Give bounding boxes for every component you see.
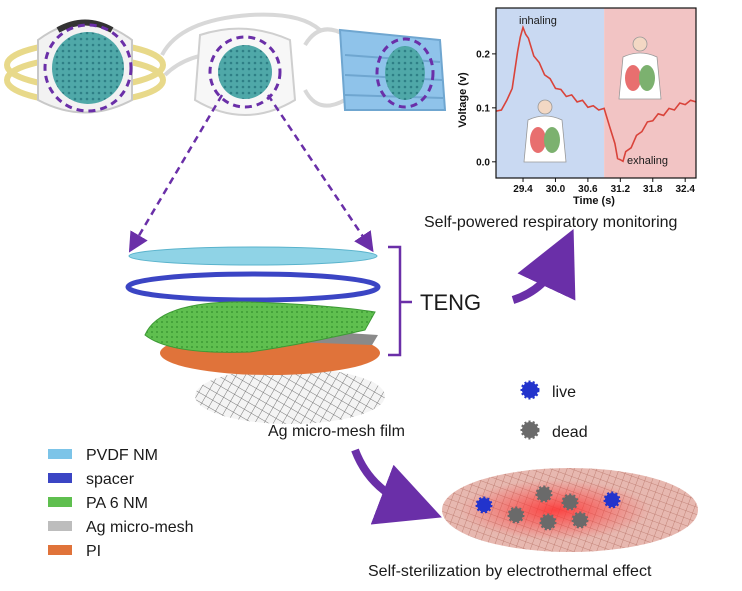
legend-swatch-ag [48,521,72,531]
voltage-series-line [495,24,697,163]
dashed-arrow-right [266,94,374,253]
region-label-exhaling: exhaling [627,155,668,167]
monitoring-caption: Self-powered respiratory monitoring [424,214,677,231]
dead-bacterium-3 [535,485,553,503]
sterilization-film [442,468,698,552]
region-label-inhaling: inhaling [519,15,557,27]
teng-label: TENG [420,290,481,315]
legend-label-spacer: spacer [86,471,135,488]
dead-bacteria-icon [520,420,540,440]
dead-bacterium-5 [539,513,557,531]
arrow-to-monitoring [511,229,576,304]
y-tick-label-0: 0.0 [476,157,490,168]
legend: PVDF NM spacer PA 6 NM Ag micro-mesh PI [48,447,194,560]
dead-bacterium-4 [561,493,579,511]
x-tick-label-1: 30.0 [546,184,566,195]
x-tick-label-5: 32.4 [675,184,695,195]
film-label: Ag micro-mesh film [268,423,405,440]
legend-label-pa6: PA 6 NM [86,495,148,512]
legend-label-ag: Ag micro-mesh [86,519,194,536]
legend-label-pvdf: PVDF NM [86,447,158,464]
x-tick-label-3: 31.2 [611,184,631,195]
x-axis-label: Time (s) [573,195,615,207]
y-tick-label-1: 0.1 [476,103,490,114]
sterilization-caption: Self-sterilization by electrothermal eff… [368,563,652,580]
x-tick-label-2: 30.6 [578,184,598,195]
lungs-illustration-inhale [523,99,567,163]
live-bacteria-icon [520,380,540,400]
plot-frame [495,7,697,179]
dead-label: dead [552,424,588,441]
x-tick-label-4: 31.8 [643,184,663,195]
arrow-to-sterilization [351,448,442,525]
legend-swatch-pvdf [48,449,72,459]
surgical-mask [303,27,447,111]
lungs-illustration-exhale [618,36,662,100]
legend-swatch-pa6 [48,497,72,507]
y-axis-label: Voltage (v) [457,72,469,128]
live-label: live [552,384,576,401]
legend-swatch-pi [48,545,72,555]
dashed-arrow-left [128,94,224,253]
stacked-layers [144,301,385,424]
teng-bracket [388,245,412,357]
y-tick-label-2: 0.2 [476,49,490,60]
live-bacterium-1 [603,491,621,509]
cup-mask [160,12,322,116]
pvdf-nm-layer [128,246,378,266]
spacer-ring [125,271,381,303]
respirator-mask [4,19,166,114]
live-bacterium-0 [475,496,493,514]
x-tick-label-0: 29.4 [513,184,533,195]
legend-label-pi: PI [86,543,101,560]
legend-swatch-spacer [48,473,72,483]
bacteria-group [475,485,621,531]
dead-bacterium-2 [507,506,525,524]
voltage-chart: 29.4 30.0 30.6 31.2 31.8 32.4 0.0 0.1 0.2 Voltag… [457,7,697,207]
dead-bacterium-6 [571,511,589,529]
